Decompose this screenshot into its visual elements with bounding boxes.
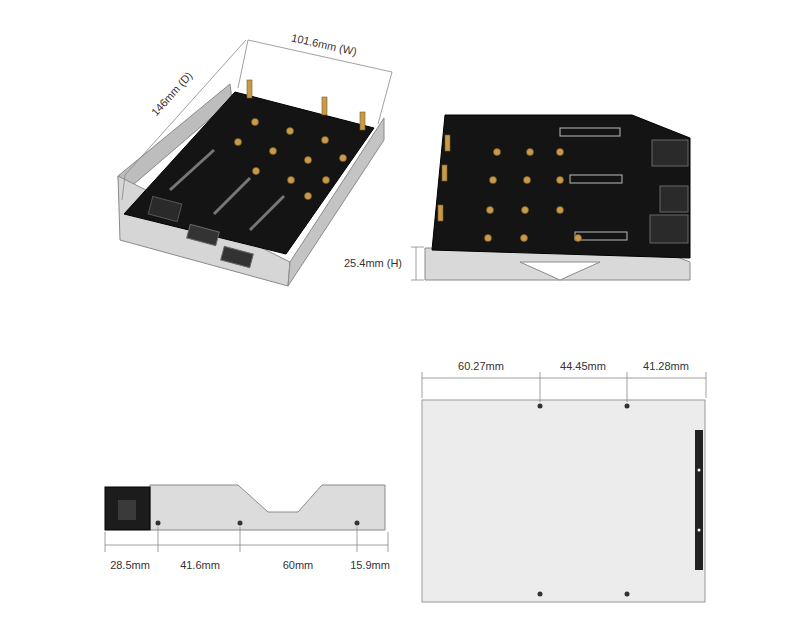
dimension-lines [422, 372, 706, 402]
bracket-plate [422, 400, 705, 602]
sata-connector [187, 224, 220, 245]
dimension-label: 101.6mm (W) [289, 31, 359, 59]
bracket-notch [520, 262, 600, 280]
top-view [422, 372, 706, 602]
pcb-board [124, 92, 374, 254]
dimension-label: 25.4mm (H) [343, 257, 403, 270]
dimension-label: 60mm [282, 559, 315, 572]
dimension-label: 15.9mm [349, 559, 391, 572]
dimension-label: 60.27mm [457, 360, 505, 373]
bracket-side [150, 485, 385, 530]
dimension-label: 28.5mm [109, 559, 151, 572]
m2-slot [214, 178, 250, 214]
m2-slots [560, 128, 627, 240]
side-view [105, 485, 388, 552]
screw-holes [538, 404, 701, 597]
connector-block [105, 487, 150, 530]
isometric-view [118, 40, 392, 286]
connector-edge [695, 430, 703, 570]
sata-connector [221, 246, 254, 267]
dimension-label: 146mm (D) [148, 68, 196, 119]
screw-holes [156, 521, 360, 526]
dimension-lines [122, 40, 392, 200]
dimension-label: 41.28mm [642, 360, 690, 373]
dimension-lines [411, 247, 424, 280]
connector-port [118, 500, 136, 520]
dimension-lines [105, 527, 388, 552]
dimension-label: 44.45mm [559, 360, 607, 373]
standoffs [235, 80, 366, 200]
sata-connectors [650, 140, 688, 243]
sata-connector [148, 196, 182, 221]
front-view [411, 115, 690, 280]
m2-slot [250, 196, 284, 230]
m2-slot [170, 150, 214, 190]
standoffs [438, 135, 582, 242]
dimension-label: 41.6mm [179, 559, 221, 572]
pcb-board [432, 115, 690, 258]
